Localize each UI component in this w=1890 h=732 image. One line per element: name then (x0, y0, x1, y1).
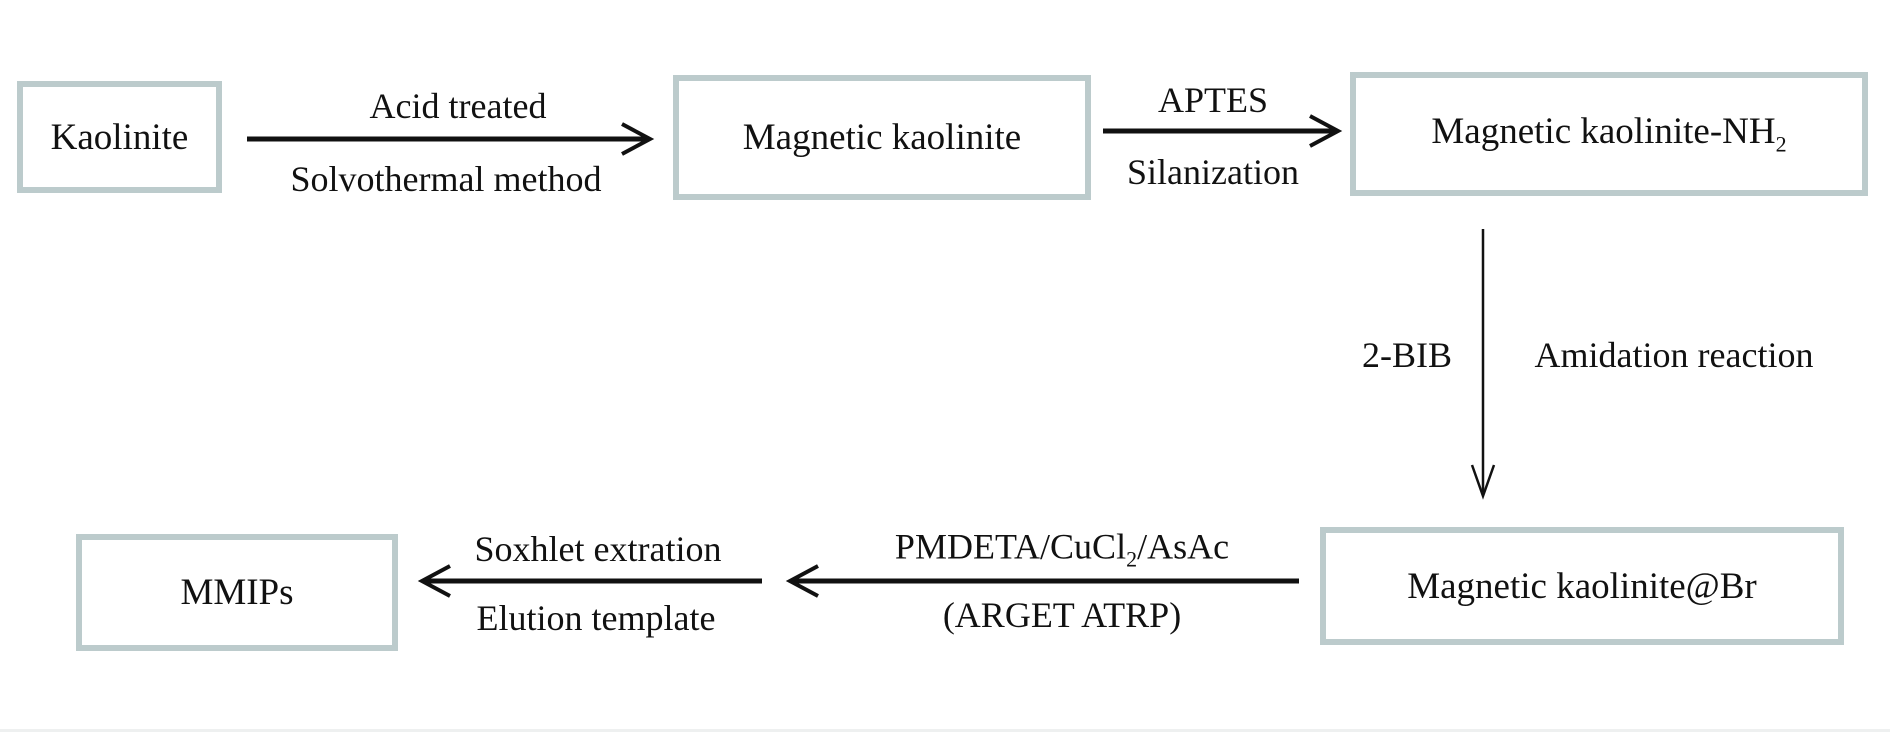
step4-reagent-b: /AsAc (1137, 526, 1230, 567)
arrow-step5-head (417, 564, 451, 598)
arrow-step2-head (1309, 114, 1343, 148)
step5-method: Soxhlet extration (474, 529, 722, 569)
node-label-subscript: 2 (1775, 131, 1787, 157)
step4-method: (ARGET ATRP) (942, 595, 1182, 635)
node-label: Magnetic kaolinite-NH2 (1431, 110, 1786, 157)
node-magnetic-kaolinite: Magnetic kaolinite (673, 75, 1091, 200)
step5-action: Elution template (476, 598, 716, 638)
node-kaolinite: Kaolinite (17, 81, 222, 193)
step3-reagent: 2-BIB (1362, 335, 1452, 375)
step4-reagent-a: PMDETA/CuCl (894, 526, 1127, 567)
step1-reagent: Acid treated (369, 86, 547, 126)
node-mmips: MMIPs (76, 534, 398, 651)
node-label: Magnetic kaolinite@Br (1407, 565, 1757, 607)
node-label-main: Magnetic kaolinite-NH (1431, 111, 1776, 153)
step4-reagent-subscript: 2 (1126, 546, 1138, 572)
node-label: MMIPs (180, 572, 294, 613)
step1-method: Solvothermal method (290, 159, 602, 199)
node-magnetic-kaolinite-nh2: Magnetic kaolinite-NH2 (1350, 72, 1868, 196)
step2-method: Silanization (1127, 152, 1299, 192)
step2-reagent: APTES (1157, 80, 1269, 120)
arrow-step3-head (1470, 464, 1496, 500)
arrow-step4-head (785, 564, 819, 598)
arrow-step1-head (621, 122, 655, 156)
step4-reagent: PMDETA/CuCl2/AsAc (895, 525, 1229, 572)
node-label: Magnetic kaolinite (742, 117, 1022, 158)
node-label: Kaolinite (50, 116, 189, 158)
step3-method: Amidation reaction (1534, 335, 1814, 375)
node-magnetic-kaolinite-br: Magnetic kaolinite@Br (1320, 527, 1844, 645)
